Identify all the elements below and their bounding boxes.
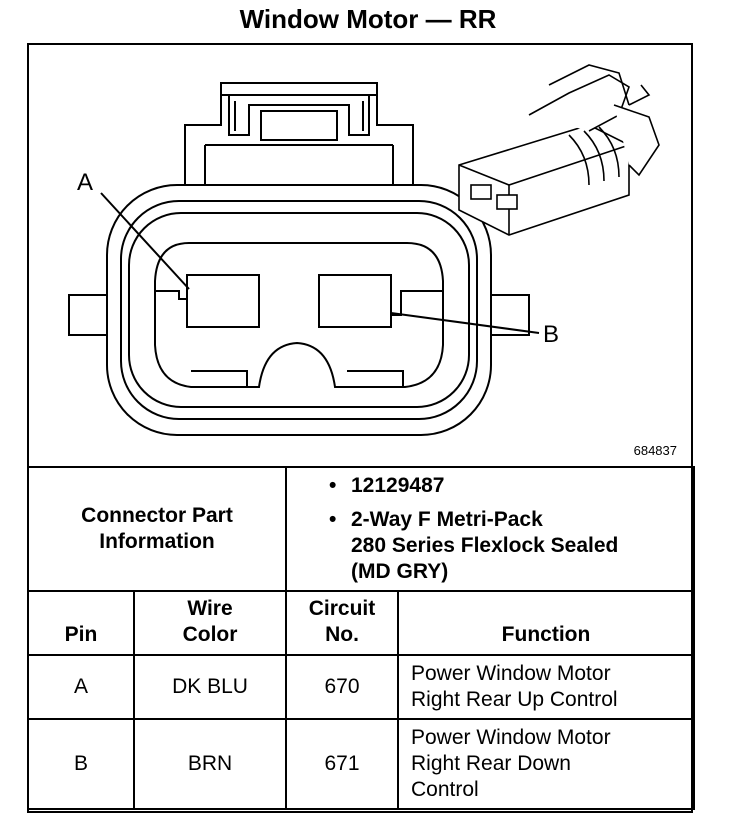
row-a-function: Power Window Motor Right Rear Up Control [397,654,695,720]
connector-description-line2: 280 Series Flexlock Sealed [351,534,619,557]
connector-info-label-line1: Connector Part [81,504,233,527]
connector-info-label: Connector Part Information [27,466,287,592]
part-number: 12129487 [327,473,693,499]
row-b-circuit: 671 [285,718,399,810]
header-circuit: Circuit No. [285,590,399,656]
header-wire-color-line1: Wire [187,597,233,620]
connector-description-line1: 2-Way F Metri-Pack [351,508,543,531]
row-a-circuit: 670 [285,654,399,720]
row-a-wire-color: DK BLU [133,654,287,720]
header-circuit-line2: No. [325,623,359,646]
pinout-table: Connector Part Information 12129487 2-Wa… [27,466,695,810]
row-a-pin: A [27,654,135,720]
row-b-function-line2: Right Rear Down [411,752,571,775]
row-a-function-line1: Power Window Motor [411,662,611,685]
connector-face-icon [68,64,660,436]
header-wire-color-line2: Color [182,623,238,646]
connector-description-line3: (MD GRY) [351,560,449,583]
table-row: A DK BLU 670 Power Window Motor Right Re… [27,654,695,720]
header-wire-color: Wire Color [133,590,287,656]
table-header-row: Pin Wire Color Circuit No. Function [27,590,695,656]
row-b-function-line1: Power Window Motor [411,726,611,749]
header-circuit-line1: Circuit [308,597,376,620]
pin-a-label: A [77,169,94,196]
connector-frame: A B 684837 Connector Part Information 12… [27,43,695,813]
row-a-function-line2: Right Rear Up Control [411,688,618,711]
header-pin: Pin [27,590,135,656]
row-b-pin: B [27,718,135,810]
figure-id: 684837 [633,443,677,458]
row-b-function: Power Window Motor Right Rear Down Contr… [397,718,695,810]
connector-info-label-line2: Information [99,530,215,553]
connector-diagram: A B 684837 [29,45,691,465]
connector-3d-icon [458,64,660,236]
page-title: Window Motor — RR [239,4,497,34]
table-row: B BRN 671 Power Window Motor Right Rear … [27,718,695,810]
row-b-wire-color: BRN [133,718,287,810]
header-function: Function [397,590,695,656]
row-b-function-line3: Control [411,778,479,801]
pin-b-label: B [543,321,560,348]
connector-description: 2-Way F Metri-Pack 280 Series Flexlock S… [327,507,693,585]
connector-info-value: 12129487 2-Way F Metri-Pack 280 Series F… [285,466,695,592]
connector-info-row: Connector Part Information 12129487 2-Wa… [27,466,695,592]
